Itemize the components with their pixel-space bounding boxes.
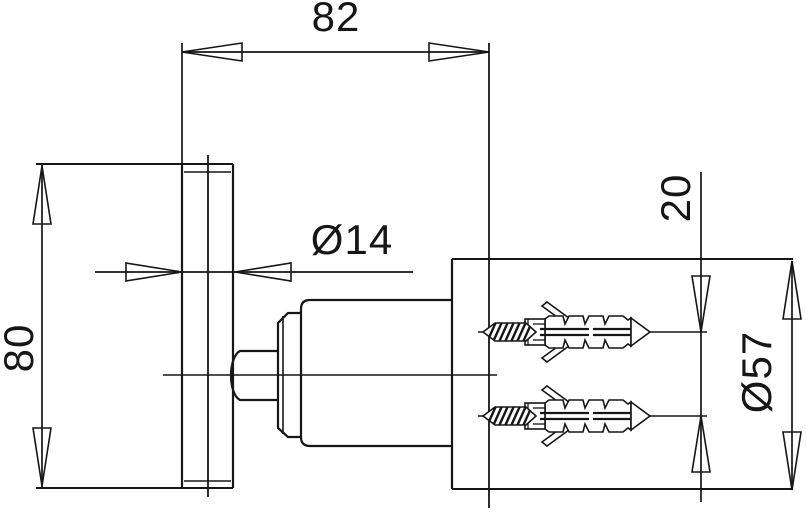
wall-plate-side-view [36, 155, 235, 497]
collar-outline [276, 311, 302, 439]
arrowhead-down-icon [32, 427, 52, 487]
cylinder-outline [299, 298, 452, 448]
dimension-plate-height [32, 164, 52, 488]
dimension-label-screw-spacing: 20 [652, 173, 699, 223]
fixture-body-side-view [229, 298, 452, 448]
upper-wall-plug [483, 302, 650, 362]
arrowhead-down-icon [691, 275, 711, 333]
dimension-plate-thickness [95, 262, 413, 282]
dimension-screw-spacing [691, 172, 711, 502]
arrowhead-left-icon [181, 42, 243, 62]
arrowhead-up-icon [691, 415, 711, 473]
arrowhead-up-icon [32, 165, 52, 225]
neck-outline [229, 349, 278, 402]
dimension-overall-depth [181, 42, 490, 508]
arrowhead-right-icon [125, 262, 183, 282]
wall-box-section [450, 258, 793, 490]
dimension-label-plate-height: 80 [0, 323, 42, 373]
arrowhead-down-icon [782, 431, 802, 491]
dimension-label-body-diameter: Ø57 [733, 330, 780, 414]
dimension-label-overall-depth: 82 [311, 0, 361, 40]
arrowhead-left-icon [234, 262, 292, 282]
arrowhead-right-icon [428, 42, 490, 62]
arrowhead-up-icon [782, 260, 802, 320]
lower-wall-plug [483, 386, 650, 446]
dimension-label-plate-thickness: Ø14 [310, 216, 394, 263]
dimension-body-diameter [782, 260, 802, 491]
